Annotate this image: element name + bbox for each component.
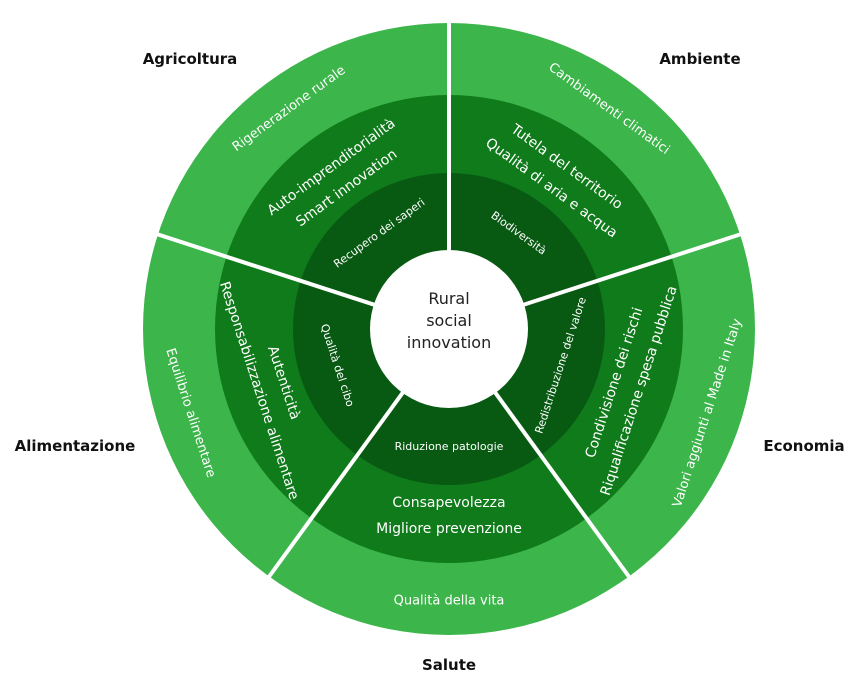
sector-labels: Agricoltura Ambiente Economia Salute Ali… [15, 50, 845, 674]
ring-label-inner: Riduzione patologie [395, 440, 504, 453]
sector-dividers [144, 9, 754, 590]
center-line-1: Rural [428, 289, 469, 308]
sector-divider [505, 228, 754, 313]
sector-label-alimentazione: Alimentazione [15, 437, 136, 455]
sector-label-salute: Salute [422, 656, 476, 674]
sector-label-ambiente: Ambiente [659, 50, 740, 68]
center-title: Rural social innovation [407, 289, 491, 352]
center-line-3: innovation [407, 333, 491, 352]
ring-label-middle: Migliore prevenzione [376, 521, 522, 537]
ring-label-middle: Consapevolezza [392, 495, 505, 511]
center-line-2: social [426, 311, 472, 330]
ring-label-outer: Qualità della vita [394, 594, 505, 609]
sector-label-agricoltura: Agricoltura [143, 50, 238, 68]
sector-divider [144, 228, 393, 313]
sector-divider [482, 376, 639, 590]
sector-divider [259, 376, 416, 590]
center-circle [370, 250, 528, 408]
sector-label-economia: Economia [763, 437, 844, 455]
